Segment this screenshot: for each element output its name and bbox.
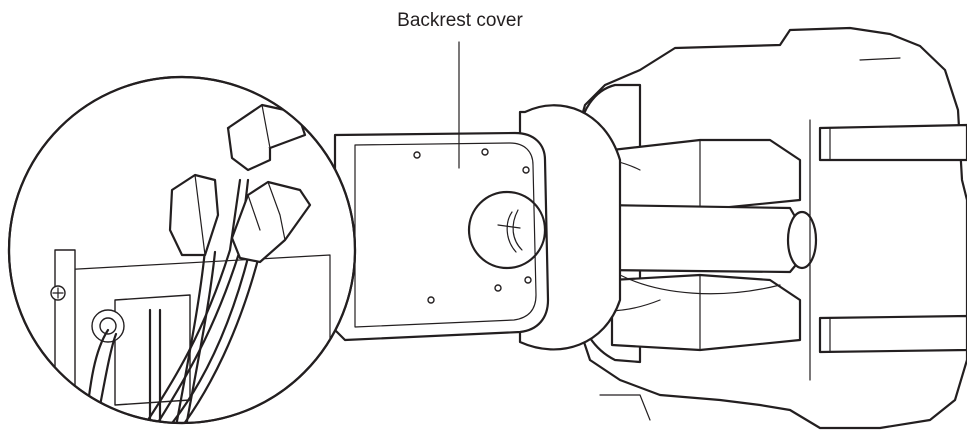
detail-source-circle: [467, 190, 547, 270]
chair-body: [539, 26, 967, 430]
magnified-detail-circle: [7, 75, 357, 425]
backrest-cover-panel: [333, 131, 550, 342]
backrest-cover-label: Backrest cover: [397, 10, 523, 31]
